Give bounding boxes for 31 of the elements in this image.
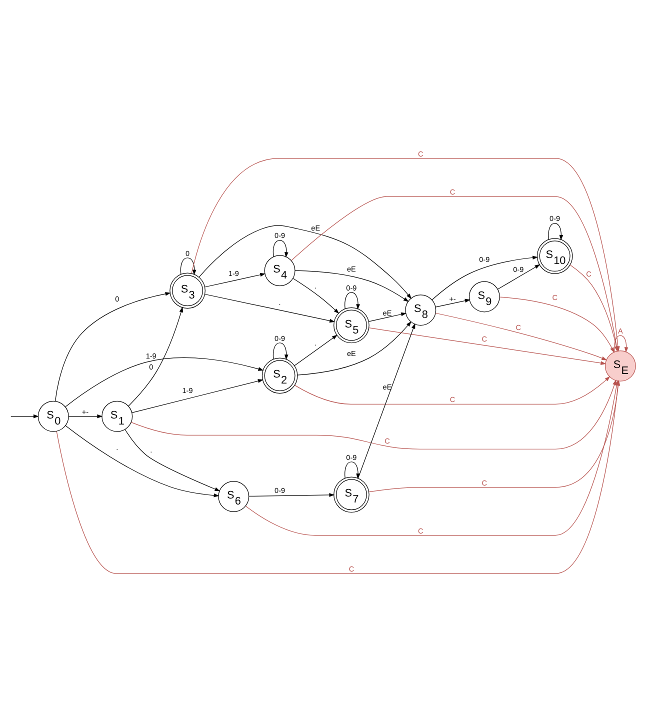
arrow <box>368 312 407 322</box>
arrow <box>294 270 409 302</box>
arrow <box>435 312 608 360</box>
arrow <box>124 429 220 492</box>
arrow <box>204 294 336 323</box>
arrow <box>292 278 340 314</box>
arrow <box>132 379 264 414</box>
arrow <box>499 296 614 353</box>
arrow <box>344 292 360 310</box>
arrow <box>10 414 39 418</box>
arrow <box>294 376 610 404</box>
arrow <box>204 272 266 288</box>
arrow <box>198 225 412 299</box>
arrow <box>248 493 335 497</box>
arrow <box>54 292 171 402</box>
arrow <box>65 425 220 498</box>
arrow <box>68 414 103 418</box>
arrow <box>497 264 540 290</box>
arrow <box>548 222 564 240</box>
arrow <box>358 323 416 479</box>
arrow <box>180 258 196 276</box>
arrow <box>128 306 183 406</box>
arrow <box>344 462 360 480</box>
arrow <box>272 240 288 258</box>
arrow <box>297 321 412 376</box>
arrow <box>432 256 538 300</box>
arrow <box>65 357 264 408</box>
arrow <box>435 298 470 308</box>
arrow <box>368 328 606 365</box>
arrow <box>272 342 288 360</box>
arrow <box>294 334 338 366</box>
